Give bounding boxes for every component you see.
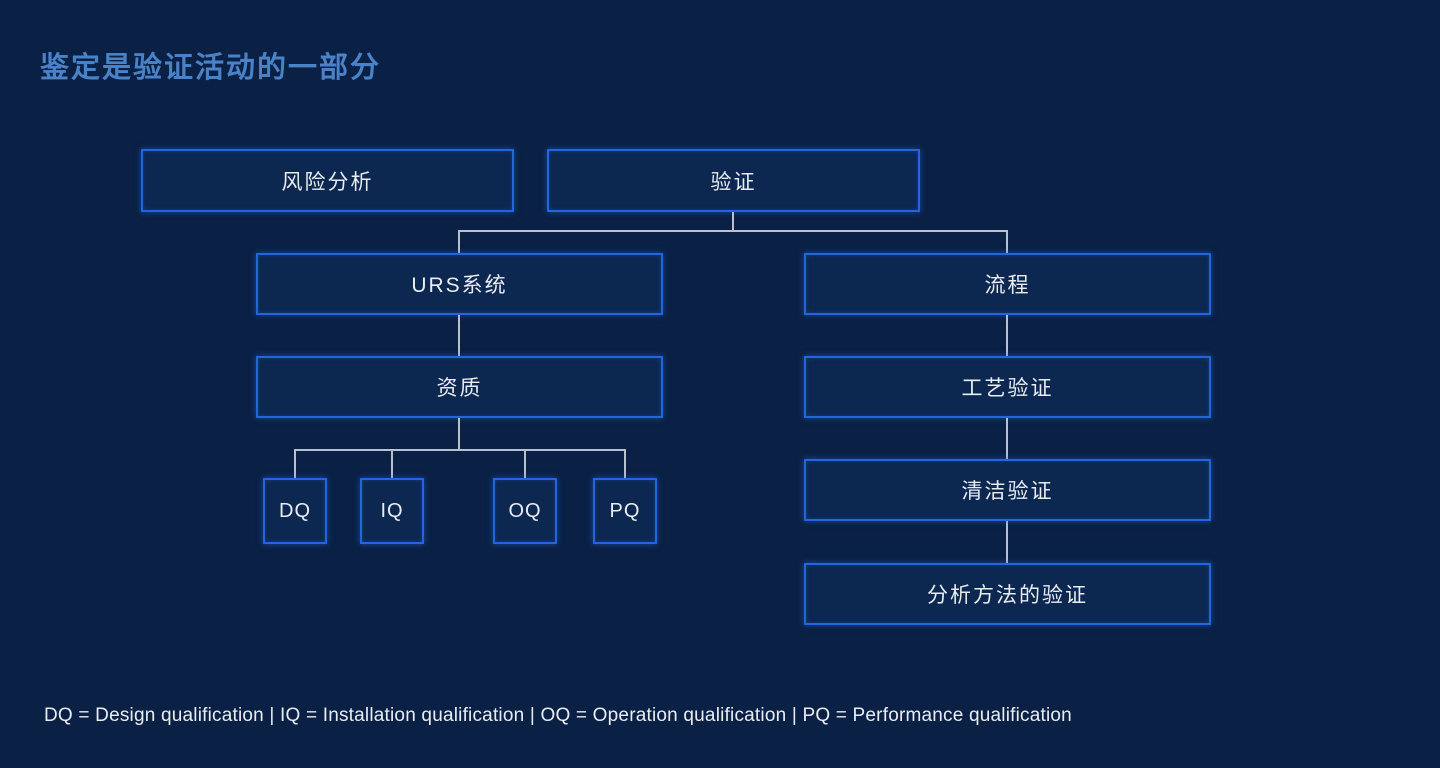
connector-processvalidation-cleaning: [1006, 418, 1008, 459]
node-iq: IQ: [360, 478, 424, 544]
node-qualification: 资质: [256, 356, 663, 418]
connector-qualification-bar: [294, 449, 625, 451]
node-analytical-validation: 分析方法的验证: [804, 563, 1211, 625]
legend-text: DQ = Design qualification | IQ = Install…: [44, 705, 1072, 726]
node-process-validation: 工艺验证: [804, 356, 1211, 418]
node-oq: OQ: [493, 478, 557, 544]
connector-urs-qualification: [458, 315, 460, 356]
connector-drop-process: [1006, 230, 1008, 253]
connector-process-processvalidation: [1006, 315, 1008, 356]
connector-qualification-stem: [458, 418, 460, 450]
connector-drop-dq: [294, 449, 296, 478]
connector-drop-pq: [624, 449, 626, 478]
connector-validation-bar: [458, 230, 1008, 232]
node-dq: DQ: [263, 478, 327, 544]
connector-cleaning-analytical: [1006, 521, 1008, 563]
node-process: 流程: [804, 253, 1211, 315]
node-pq: PQ: [593, 478, 657, 544]
page-title: 鉴定是验证活动的一部分: [40, 52, 382, 84]
node-risk-analysis: 风险分析: [141, 149, 514, 212]
connector-drop-iq: [391, 449, 393, 478]
connector-validation-stem: [732, 212, 734, 231]
connector-drop-oq: [524, 449, 526, 478]
connector-drop-urs: [458, 230, 460, 253]
node-urs-system: URS系统: [256, 253, 663, 315]
node-cleaning-validation: 清洁验证: [804, 459, 1211, 521]
node-validation: 验证: [547, 149, 920, 212]
